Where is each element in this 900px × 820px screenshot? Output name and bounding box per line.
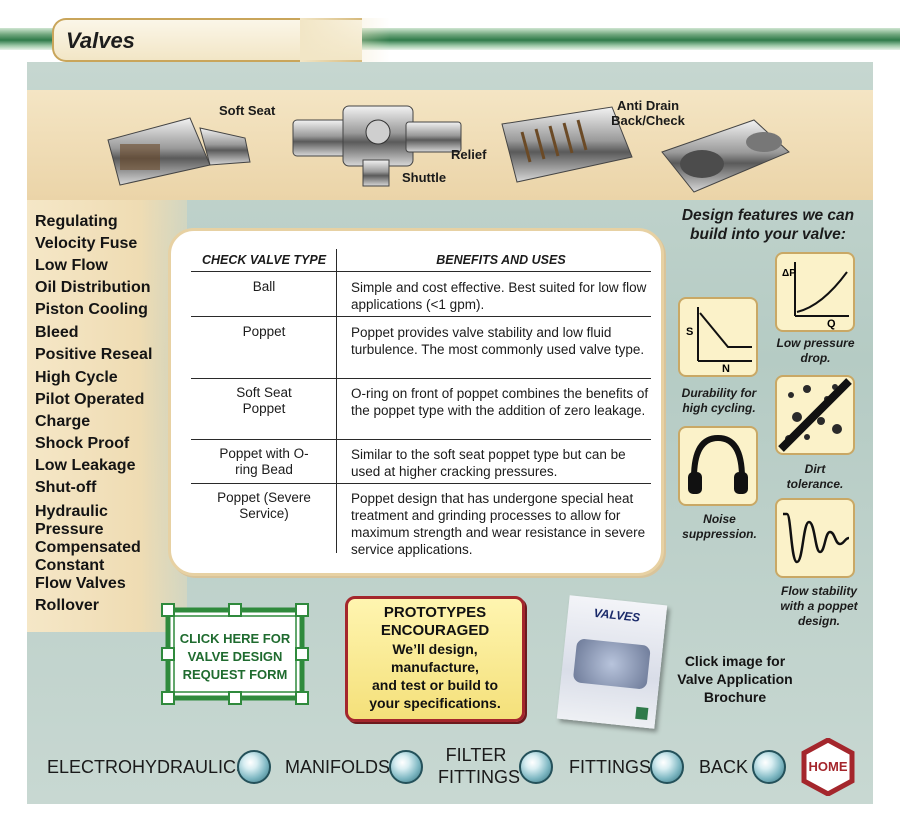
- product-label-soft-seat: Soft Seat: [219, 103, 276, 118]
- relief-valve-image[interactable]: [492, 102, 642, 192]
- shuttle-valve-image[interactable]: [288, 98, 468, 188]
- nav-electrohydraulics-button[interactable]: [237, 750, 271, 784]
- product-label-anti-drain-back-check: Anti Drain Back/Check: [611, 98, 685, 128]
- product-label-shuttle: Shuttle: [402, 170, 447, 185]
- brochure-cover-title: VALVES: [593, 605, 641, 625]
- nav-fittings-label[interactable]: FITTINGS: [569, 757, 651, 777]
- axis-label: N: [722, 363, 730, 375]
- valve-type-list: [27, 200, 187, 632]
- table-cell-type: Poppet: [242, 324, 286, 339]
- table-cell-benefit: O-ring on front of poppet combines the b…: [351, 386, 649, 418]
- brochure-caption[interactable]: Click image for Valve Application Brochu…: [677, 653, 793, 705]
- table-cell-benefit: Poppet provides valve stability and low …: [351, 325, 645, 357]
- table-cell-type: Poppet with O-ring Bead: [219, 446, 309, 477]
- prototypes-body-line: manufacture,: [391, 659, 479, 675]
- valve-type-item: Low Leakage: [35, 457, 136, 474]
- prototypes-body-line: We’ll design,: [392, 641, 478, 657]
- valve-type-item: Hydraulic Pressure Compensated: [35, 503, 141, 556]
- valve-type-item: Rollover: [35, 597, 100, 614]
- valve-type-item: Pilot Operated: [35, 391, 145, 408]
- axis-label: S: [686, 326, 693, 338]
- feature-label: Flow stability with a poppet design.: [780, 584, 858, 628]
- feature-durability: S N: [678, 297, 758, 377]
- axis-label: ΔP: [782, 268, 796, 279]
- valve-type-item: Low Flow: [35, 257, 108, 274]
- valve-type-item: Piston Cooling: [35, 301, 148, 318]
- table-row-divider: [191, 271, 651, 272]
- anti-drain-back-check-valve-image[interactable]: [654, 112, 804, 197]
- prototypes-title: PROTOTYPES: [383, 604, 487, 621]
- nav-fittings-button[interactable]: [650, 750, 684, 784]
- valve-type-item: Shock Proof: [35, 435, 130, 452]
- feature-label: Durability for high cycling.: [681, 386, 757, 415]
- request-form-button[interactable]: CLICK HERE FOR VALVE DESIGN REQUEST FORM: [179, 631, 291, 682]
- brochure-image[interactable]: VALVES: [556, 595, 668, 729]
- dirt-tolerance-icon: [778, 378, 852, 452]
- valve-type-item: High Cycle: [35, 369, 118, 386]
- feature-label: Noise suppression.: [682, 512, 757, 541]
- table-row-divider: [191, 439, 651, 440]
- table-row-divider: [191, 483, 651, 484]
- nav-filter-fittings-label[interactable]: FILTER FITTINGS: [438, 745, 520, 787]
- table-column-divider: [336, 249, 337, 553]
- table-cell-benefit: Poppet design that has undergone special…: [351, 491, 646, 557]
- table-cell-type: Poppet (Severe Service): [217, 490, 311, 521]
- feature-flow-stability: [775, 498, 855, 578]
- nav-back-label[interactable]: BACK: [699, 757, 749, 777]
- table-header-type: CHECK VALVE TYPE: [201, 253, 327, 267]
- table-cell-type: Ball: [252, 279, 276, 294]
- page-title: Valves: [66, 28, 135, 53]
- nav-electrohydraulics-label[interactable]: ELECTROHYDRAULICS: [47, 757, 249, 777]
- nav-manifolds-button[interactable]: [389, 750, 423, 784]
- brochure-cover-art: [572, 638, 651, 690]
- axis-label: Q: [827, 318, 836, 330]
- table-cell-benefit: Simple and cost effective. Best suited f…: [351, 280, 647, 312]
- headphones-icon: [688, 434, 748, 494]
- valve-type-item: Bleed: [35, 324, 79, 341]
- prototypes-body-line: and test or build to: [372, 677, 498, 693]
- feature-dirt-tolerance: [775, 375, 855, 455]
- feature-label: Dirt tolerance.: [786, 462, 844, 491]
- home-button-label[interactable]: HOME: [808, 759, 848, 774]
- durability-graph-icon: S N: [686, 307, 752, 375]
- prototypes-card: [345, 596, 525, 722]
- nav-filter-fittings-button[interactable]: [519, 750, 553, 784]
- table-header-benefits: BENEFITS AND USES: [436, 253, 566, 267]
- valve-type-item: Charge: [35, 413, 91, 430]
- request-form-frame[interactable]: [160, 602, 310, 706]
- valve-type-item: Shut-off: [35, 479, 97, 496]
- prototypes-title: ENCOURAGED: [380, 622, 490, 639]
- home-button[interactable]: [800, 738, 856, 796]
- features-title: Design features we can build into your v…: [681, 207, 855, 243]
- valve-type-item: Velocity Fuse: [35, 235, 138, 252]
- table-row-divider: [191, 378, 651, 379]
- product-label-relief: Relief: [451, 147, 487, 162]
- valve-type-item: Oil Distribution: [35, 279, 151, 296]
- check-valve-table: CHECK VALVE TYPE BENEFITS AND USES Ball …: [168, 228, 664, 576]
- nav-back-button[interactable]: [752, 750, 786, 784]
- feature-noise-suppression: [678, 426, 758, 506]
- damped-wave-icon: [783, 512, 850, 564]
- feature-label: Low pressure drop.: [776, 336, 855, 365]
- valve-type-item: Constant Flow Valves: [35, 557, 126, 592]
- table-cell-type: Soft Seat Poppet: [236, 385, 292, 416]
- valve-type-item: Positive Reseal: [35, 346, 153, 363]
- pressure-drop-graph-icon: ΔP Q: [782, 262, 849, 330]
- soft-seat-valve-image[interactable]: [100, 110, 260, 190]
- header-tab-fade: [300, 18, 390, 62]
- nav-manifolds-label[interactable]: MANIFOLDS: [285, 757, 391, 777]
- valve-type-item: Regulating: [35, 213, 118, 230]
- table-cell-benefit: Similar to the soft seat poppet type but…: [351, 447, 626, 479]
- table-row-divider: [191, 316, 651, 317]
- prototypes-body-line: your specifications.: [369, 695, 501, 711]
- feature-low-pressure-drop: ΔP Q: [775, 252, 855, 332]
- brochure-logo-icon: [635, 706, 649, 720]
